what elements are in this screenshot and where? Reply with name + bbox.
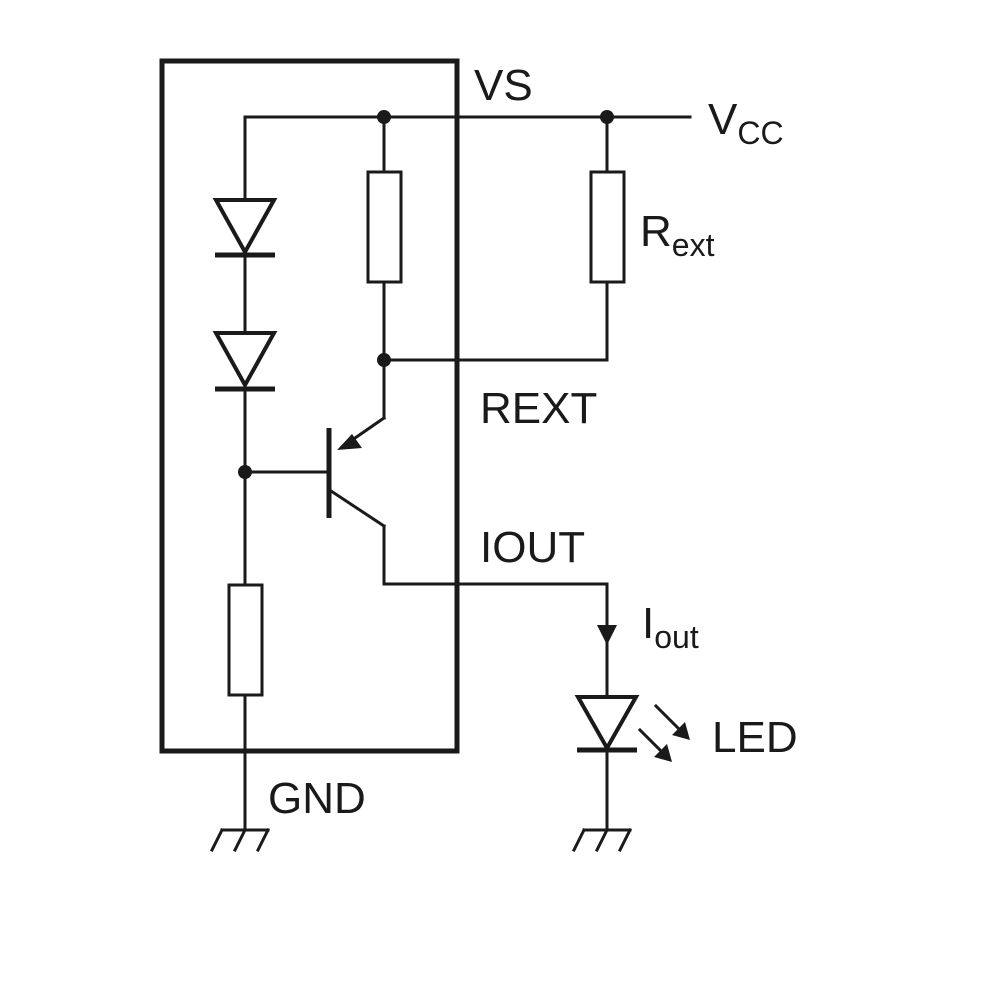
led-diode [574, 695, 640, 753]
current-arrow-icon [597, 625, 617, 645]
internal-resistor-upper [366, 170, 403, 284]
ground-symbol-left [209, 827, 271, 853]
vcc-label: VCC [708, 95, 784, 151]
iout-current-label: Iout [642, 599, 699, 655]
ground-symbol-right [571, 827, 633, 853]
iout-pin-label: IOUT [480, 523, 585, 572]
external-resistor [589, 170, 626, 284]
led-label: LED [712, 713, 798, 762]
diode-2 [212, 331, 278, 392]
rail-junction-dot-inner [377, 110, 391, 124]
internal-resistor-lower [227, 583, 264, 697]
light-emission-arrows-icon [637, 703, 690, 762]
rail-junction-dot-outer [600, 110, 614, 124]
pnp-transistor [326, 415, 387, 586]
vs-label: VS [474, 61, 533, 110]
rext-resistor-label: Rext [640, 207, 715, 263]
diode-1 [212, 198, 278, 258]
ic-package-outline [159, 58, 460, 754]
rext-pin-label: REXT [480, 384, 597, 433]
gnd-label: GND [268, 774, 366, 823]
